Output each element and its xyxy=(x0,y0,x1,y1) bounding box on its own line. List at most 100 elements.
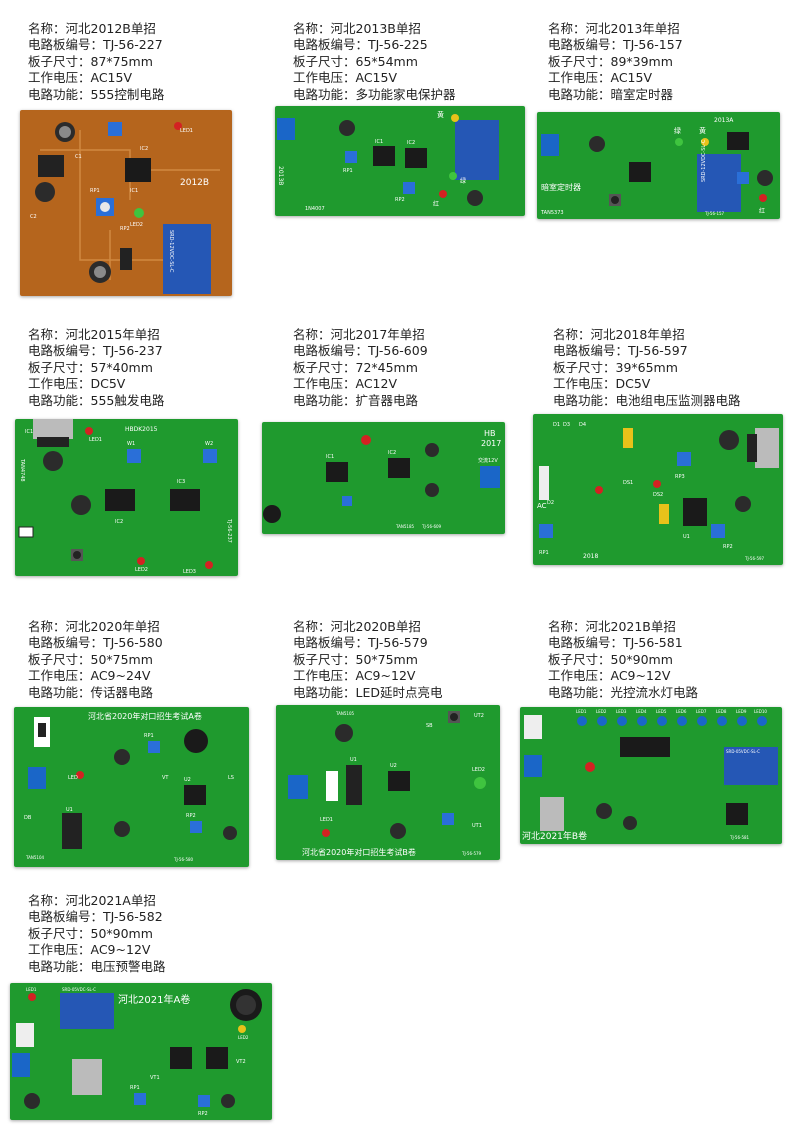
pcb-silk-label: SRD-12VDC-SL-C xyxy=(701,139,707,182)
pcb-silk-label: LS xyxy=(228,775,234,781)
pcb-silk-label: IC3 xyxy=(177,479,185,485)
pcb-photo-2020b: 河北省2020年对口招生考试B卷 LED1 LED2 U1 U2 UT1 UT2… xyxy=(276,705,500,860)
pcb-silk-label: D3 xyxy=(563,422,570,428)
pcb-photo-2021a: 河北2021年A卷 LED1 LED2 RP1 RP2 VT1 VT2 SRD-… xyxy=(10,983,272,1120)
pcb-silk-label: TJ-56-237 xyxy=(226,518,232,543)
spec-board-no: 电路板编号：TJ-56-227 xyxy=(28,37,163,53)
spec-name: 名称：河北2015年单招 xyxy=(28,327,160,342)
pcb-silk-label: U2 xyxy=(390,763,397,769)
pcb-silk-label: RP2 xyxy=(395,197,405,203)
pcb-photo-2013b: 2013B 黄 绿 红 IC1 IC2 RP1 RP2 1N4007 xyxy=(275,106,525,216)
spec-size: 板子尺寸：50*90mm xyxy=(548,651,673,667)
pcb-photo-2015: HBDK2015 IC1 IC2 IC3 LED1 LED2 LED3 W1 W… xyxy=(15,419,238,576)
pcb-drawing: 河北省2020年对口招生考试B卷 LED1 LED2 U1 U2 UT1 UT2… xyxy=(276,705,500,860)
pcb-silk-label: 河北省2020年对口招生考试B卷 xyxy=(302,847,416,857)
pcb-silk-label: LED2 xyxy=(596,709,607,714)
pcb-silk-label: 2018 xyxy=(583,553,598,560)
pcb-silk-label: 2013A xyxy=(714,117,734,124)
spec-size: 板子尺寸：89*39mm xyxy=(548,53,673,69)
pcb-silk-label: U2 xyxy=(184,777,191,783)
pcb-silk-label: TJ-56-579 xyxy=(461,851,482,856)
spec-block-2021b: 名称：河北2021B单招 电路板编号：TJ-56-581 板子尺寸：50*90m… xyxy=(548,619,698,701)
pcb-silk-label: 河北2021年B卷 xyxy=(522,830,587,842)
pcb-drawing: 2012B C1 C2 IC1 IC2 RP1 RP2 LED1 LED2 SR… xyxy=(20,110,232,296)
pcb-silk-label: TAN5185 xyxy=(395,524,414,529)
pcb-silk-label: LED2 xyxy=(130,222,143,228)
pcb-silk-label: U1 xyxy=(683,534,690,540)
pcb-silk-label: VT1 xyxy=(150,1075,160,1081)
pcb-photo-2018: D1 D2 D3 D4 DS1 DS2 RP1 RP2 RP3 AC 2018 … xyxy=(533,414,783,565)
pcb-silk-label: SB xyxy=(426,723,433,729)
pcb-silk-label: LED1 xyxy=(180,128,193,134)
spec-block-2013b: 名称：河北2013B单招 电路板编号：TJ-56-225 板子尺寸：65*54m… xyxy=(293,21,456,103)
pcb-silk-label: LED1 xyxy=(89,437,102,443)
pcb-silk-label: RP2 xyxy=(723,544,733,550)
spec-board-no: 电路板编号：TJ-56-580 xyxy=(28,635,163,651)
pcb-silk-label: 交流12V xyxy=(478,457,498,464)
spec-function: 电路功能：暗室定时器 xyxy=(548,86,674,102)
pcb-drawing: 河北2021年A卷 LED1 LED2 RP1 RP2 VT1 VT2 SRD-… xyxy=(10,983,272,1120)
spec-name: 名称：河北2021A单招 xyxy=(28,893,156,908)
pcb-silk-label: 红 xyxy=(759,207,765,215)
pcb-silk-label: DS2 xyxy=(653,492,663,498)
pcb-silk-label: 暗室定时器 xyxy=(541,182,581,192)
pcb-silk-label: LED5 xyxy=(656,709,667,714)
pcb-silk-label: IC2 xyxy=(115,519,123,525)
pcb-silk-label: UT1 xyxy=(472,823,482,829)
spec-board-no: 电路板编号：TJ-56-579 xyxy=(293,635,428,651)
spec-name: 名称：河北2013年单招 xyxy=(548,21,680,36)
pcb-silk-label: IC2 xyxy=(407,140,415,146)
pcb-silk-label: W1 xyxy=(127,441,135,447)
pcb-silk-label: 红 xyxy=(433,200,439,208)
spec-board-no: 电路板编号：TJ-56-157 xyxy=(548,37,683,53)
pcb-silk-label: LED8 xyxy=(716,709,727,714)
pcb-silk-label: IC1 xyxy=(130,188,138,194)
pcb-silk-label: TJ-56-157 xyxy=(704,211,725,216)
pcb-silk-label: LED2 xyxy=(238,1035,249,1040)
pcb-silk-label: LED1 xyxy=(320,817,333,823)
pcb-silk-label: TJ-56-580 xyxy=(173,857,194,862)
pcb-photo-2017: HB 2017 交流12V IC1 IC2 TAN5185 TJ-56-609 xyxy=(262,422,505,534)
spec-function: 电路功能：光控流水灯电路 xyxy=(548,684,699,700)
spec-block-2018: 名称：河北2018年单招 电路板编号：TJ-56-597 板子尺寸：39*65m… xyxy=(553,327,741,409)
pcb-drawing: 2013B 黄 绿 红 IC1 IC2 RP1 RP2 1N4007 xyxy=(275,106,525,216)
pcb-silk-label: UT2 xyxy=(474,713,484,719)
pcb-silk-label: RP1 xyxy=(144,733,154,739)
pcb-silk-label: TAN4748 xyxy=(19,458,25,482)
pcb-silk-label: TAN5373 xyxy=(540,210,564,216)
pcb-silk-label: DS1 xyxy=(623,480,633,486)
spec-voltage: 工作电压：DC5V xyxy=(28,376,126,392)
spec-size: 板子尺寸：65*54mm xyxy=(293,53,418,69)
spec-name: 名称：河北2021B单招 xyxy=(548,619,676,634)
pcb-silk-label: D2 xyxy=(547,500,554,506)
spec-board-no: 电路板编号：TJ-56-225 xyxy=(293,37,428,53)
spec-name: 名称：河北2012B单招 xyxy=(28,21,156,36)
pcb-silk-label: 黄 xyxy=(699,126,706,135)
pcb-silk-label: LED6 xyxy=(676,709,687,714)
spec-voltage: 工作电压：AC9~24V xyxy=(28,668,151,684)
pcb-silk-label: IC1 xyxy=(25,429,33,435)
pcb-silk-label: RP3 xyxy=(675,474,685,480)
spec-voltage: 工作电压：AC15V xyxy=(28,70,133,86)
spec-block-2015: 名称：河北2015年单招 电路板编号：TJ-56-237 板子尺寸：57*40m… xyxy=(28,327,164,409)
spec-function: 电路功能：电池组电压监测器电路 xyxy=(553,392,741,408)
pcb-silk-label: LED1 xyxy=(576,709,587,714)
pcb-silk-label: 2017 xyxy=(481,439,501,448)
pcb-silk-label: LED7 xyxy=(696,709,707,714)
spec-block-2021a: 名称：河北2021A单招 电路板编号：TJ-56-582 板子尺寸：50*90m… xyxy=(28,893,166,975)
pcb-silk-label: SRD-12VDC-SL-C xyxy=(168,230,174,273)
pcb-silk-label: LED1 xyxy=(26,987,37,992)
pcb-silk-label: 绿 xyxy=(460,177,466,185)
pcb-silk-label: 2012B xyxy=(180,178,209,188)
pcb-silk-label: LED3 xyxy=(616,709,627,714)
pcb-silk-label: 河北2021年A卷 xyxy=(118,993,190,1006)
pcb-silk-label: RP1 xyxy=(343,168,353,174)
pcb-silk-label: IC1 xyxy=(326,454,334,460)
pcb-silk-label: TJ-56-581 xyxy=(729,835,750,840)
pcb-silk-label: 绿 xyxy=(674,126,681,135)
pcb-silk-label: LED10 xyxy=(754,709,767,714)
pcb-silk-label: D1 xyxy=(553,422,560,428)
pcb-silk-label: C2 xyxy=(30,214,37,220)
pcb-drawing: HBDK2015 IC1 IC2 IC3 LED1 LED2 LED3 W1 W… xyxy=(15,419,238,576)
spec-voltage: 工作电压：AC9~12V xyxy=(548,668,671,684)
